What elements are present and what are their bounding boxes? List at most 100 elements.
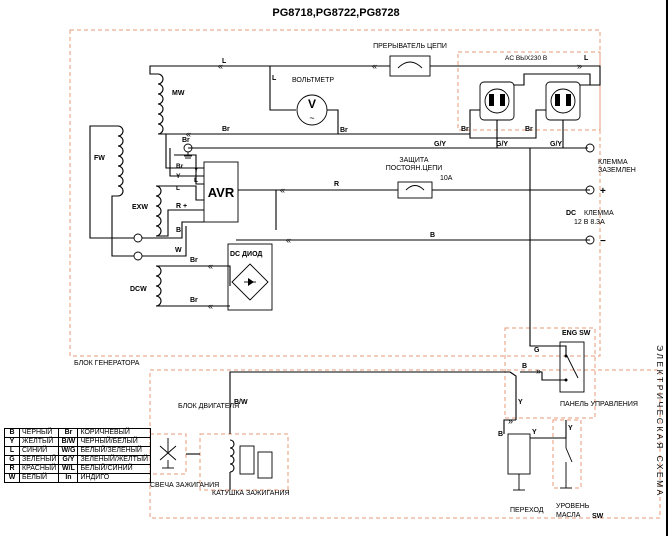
svg-text:L: L <box>272 75 277 82</box>
ignition-coil-label: КАТУШКА ЗАЖИГАНИЯ <box>212 490 290 497</box>
wire-voltmeter-br <box>327 109 339 134</box>
diagram-title: PG8718,PG8722,PG8728 <box>272 7 399 19</box>
svg-text:Y: Y <box>176 173 181 180</box>
wire-fw-right <box>111 195 134 257</box>
generator-block-label: БЛОК ГЕНЕРАТОРА <box>74 360 140 367</box>
legend-color-name: КОРИЧНЕВЫЙ <box>77 428 152 438</box>
svg-text:Br: Br <box>222 126 230 133</box>
wire-engsw-g <box>546 345 567 356</box>
svg-text:Y: Y <box>518 399 523 406</box>
ignition-coil-icon <box>229 439 273 479</box>
legend-color-name: КРАСНЫЙ <box>18 464 60 474</box>
svg-text:12 В 8.3A: 12 В 8.3A <box>574 219 605 226</box>
legend-code: W/L <box>58 464 79 474</box>
control-panel-outline <box>504 327 596 419</box>
connector-arrow: « <box>372 61 377 71</box>
svg-text:Br: Br <box>182 137 190 144</box>
legend-code: B <box>4 428 20 438</box>
connector-arrow: « <box>218 61 223 71</box>
legend-color-name: ЧЕРНЫЙ/БЕЛЫЙ <box>77 437 152 447</box>
wire-engsw-b <box>520 371 566 381</box>
exw-label: EXW <box>132 204 148 211</box>
svg-text:L: L <box>584 55 589 62</box>
dc-diode-label: DC ДИОД <box>230 251 262 258</box>
switch-contact <box>566 355 579 379</box>
slip-ring-icon <box>133 251 143 261</box>
legend-code: In <box>58 473 79 483</box>
eng-sw-box <box>559 341 585 393</box>
avr-label: AVR <box>208 185 235 200</box>
svg-text:«: « <box>208 301 213 311</box>
svg-text:10A: 10A <box>440 175 453 182</box>
legend-code: G/Y <box>58 455 79 465</box>
svg-text:B: B <box>176 227 181 234</box>
svg-text:+: + <box>600 186 606 197</box>
legend-code: L <box>4 446 20 456</box>
svg-text:B/W: B/W <box>234 399 248 406</box>
legend-color-name: ИНДИГО <box>77 473 152 483</box>
fw-label: FW <box>94 155 105 162</box>
eng-sw-label: ENG SW <box>562 330 591 337</box>
diode-bridge-icon <box>231 263 269 301</box>
ac-outlet-right <box>545 81 581 121</box>
wire-br-right <box>469 109 546 139</box>
svg-text:B: B <box>498 431 503 438</box>
slip-ring-icon <box>133 233 143 243</box>
ground-terminal-label2: ЗАЗЕМЛЕН <box>598 167 636 174</box>
avr-box <box>203 161 239 223</box>
legend-color-name: ЧЕРНЫЙ <box>18 428 60 438</box>
transition-label: ПЕРЕХОД <box>510 507 544 514</box>
exw-winding <box>155 185 162 237</box>
wire-avr-out <box>238 189 277 230</box>
svg-text:«: « <box>286 235 291 245</box>
svg-text:ПОСТОЯН.ЦЕПИ: ПОСТОЯН.ЦЕПИ <box>386 165 443 172</box>
mw-label: MW <box>172 90 185 97</box>
wire-avr-y2 <box>174 154 204 185</box>
wire-exw-bottom <box>156 209 204 237</box>
wire-l-top-right <box>430 65 601 86</box>
engine-block-label: БЛОК ДВИГАТЕЛЯ <box>178 403 239 410</box>
fw-winding <box>117 125 124 197</box>
dc-fuse <box>397 181 433 199</box>
svg-text:B: B <box>522 363 527 370</box>
right-border <box>666 0 668 536</box>
svg-text:Br: Br <box>340 127 348 134</box>
wire-exw-top <box>156 185 204 201</box>
legend-code: Y <box>4 437 20 447</box>
svg-text:L: L <box>194 177 198 184</box>
voltmeter-label: ВОЛЬТМЕТР <box>292 77 334 84</box>
circuit-breaker <box>389 55 431 77</box>
svg-text:Y: Y <box>194 167 199 174</box>
oil-switch-contact <box>565 447 573 463</box>
legend-code: Br <box>58 428 79 438</box>
dcw-winding <box>155 265 162 307</box>
dc-diode-box <box>227 243 273 311</box>
legend-code: R <box>4 464 20 474</box>
transition-box <box>507 433 531 475</box>
svg-text:КЛЕММА: КЛЕММА <box>584 210 614 217</box>
dcw-label: DCW <box>130 286 147 293</box>
wire-w <box>142 226 187 257</box>
ground-terminal-icon <box>585 143 595 153</box>
svg-text:«: « <box>280 185 285 195</box>
wire-gy-engsw <box>529 148 546 347</box>
svg-text:»: » <box>536 366 541 376</box>
svg-text:−: − <box>600 236 606 247</box>
wire-exw-ring <box>142 221 204 239</box>
fuse-symbol <box>405 185 425 191</box>
spark-plug-label: СВЕЧА ЗАЖИГАНИЯ <box>150 482 219 489</box>
svg-text:SW: SW <box>592 513 604 520</box>
svg-text:МАСЛА: МАСЛА <box>556 512 581 519</box>
spark-plug-icon <box>159 438 177 469</box>
svg-text:»: » <box>508 416 513 426</box>
legend-code: W <box>4 473 20 483</box>
svg-text:G/Y: G/Y <box>434 141 446 148</box>
